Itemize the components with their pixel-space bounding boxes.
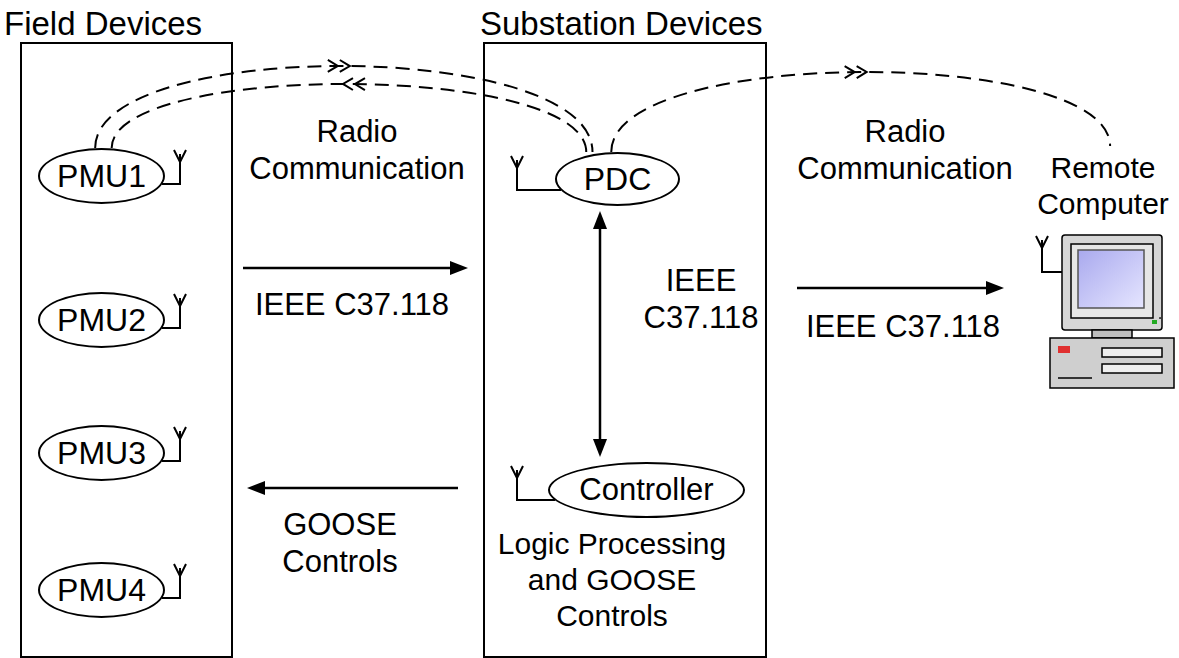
protocol-label: GOOSE Controls	[250, 506, 430, 580]
group-title: Field Devices	[4, 4, 202, 44]
protocol-label: IEEE C37.118	[232, 286, 472, 323]
arrow-head	[450, 261, 468, 275]
arrow-chevron	[857, 66, 867, 78]
node-label: PMU3	[57, 434, 146, 472]
node-label: PMU4	[57, 571, 146, 609]
arrow-chevron	[328, 60, 338, 72]
group-title: Substation Devices	[480, 4, 762, 44]
computer-icon	[1050, 235, 1174, 388]
annotation-label: Logic Processing and GOOSE Controls	[487, 526, 737, 634]
data-arrow	[797, 281, 1004, 295]
annotation-label: Radio Communication	[237, 113, 477, 187]
arrow-chevron	[355, 78, 365, 90]
controller-oval: Controller	[548, 462, 745, 518]
arrow-chevron	[845, 66, 855, 78]
pmu-oval: PMU4	[38, 562, 165, 618]
data-arrow	[247, 481, 458, 495]
arrow-chevron	[340, 60, 350, 72]
protocol-label: IEEE C37.118	[783, 308, 1023, 345]
annotation-label: Radio Communication	[785, 113, 1025, 187]
data-arrow	[243, 261, 468, 275]
arrow-head	[986, 281, 1004, 295]
pmu-oval: PMU2	[38, 292, 165, 348]
radio-link	[611, 66, 1110, 152]
arrow-chevron	[343, 78, 353, 90]
computer-node: Remote Computer	[1032, 150, 1174, 390]
pmu-oval: PMU3	[38, 425, 165, 481]
arrow-head	[593, 211, 607, 229]
node-label: Controller	[579, 471, 713, 508]
protocol-label: IEEE C37.118	[626, 262, 776, 336]
arrow-head	[247, 481, 265, 495]
node-label: PDC	[584, 160, 652, 198]
pdc-oval: PDC	[555, 152, 680, 206]
node-label: PMU2	[57, 301, 146, 339]
pmu-oval: PMU1	[38, 148, 165, 204]
container-box: Field DevicesPMU1PMU2PMU3PMU4	[20, 42, 233, 658]
node-label: Remote Computer	[1032, 150, 1174, 222]
node-label: PMU1	[57, 157, 146, 195]
data-arrow	[593, 211, 607, 457]
arrow-head	[593, 439, 607, 457]
